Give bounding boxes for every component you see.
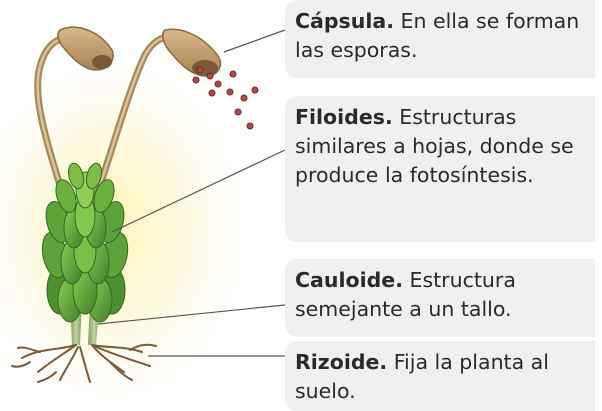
spore: [226, 88, 234, 96]
leader-line-cauloide: [97, 304, 286, 325]
label-cauloide-desc: Estructura semejante a un tallo.: [295, 268, 516, 321]
rizoides: [11, 343, 157, 383]
label-capsula-desc: En ella se forman las esporas.: [295, 9, 580, 62]
label-capsula-term: Cápsula.: [295, 9, 394, 33]
spore: [240, 94, 248, 102]
label-cauloide: Cauloide. Estructura semejante a un tall…: [285, 259, 595, 337]
spore: [246, 122, 254, 130]
label-filoides-desc: Estructuras similares a hojas, donde se …: [295, 105, 574, 187]
leader-lines: [97, 29, 286, 357]
leader-line-capsula: [223, 29, 286, 53]
spore: [206, 72, 214, 80]
leader-line-filoides: [111, 149, 286, 233]
spore: [196, 66, 204, 74]
capsule-left-opening: [92, 55, 112, 69]
spore: [208, 89, 216, 97]
label-cauloide-term: Cauloide.: [295, 268, 403, 292]
spore: [229, 70, 237, 78]
spore: [251, 86, 259, 94]
spore: [234, 108, 242, 116]
label-rizoide: Rizoide. Fija la planta al suelo.: [285, 341, 595, 411]
label-rizoide-desc: Fija la planta al suelo.: [295, 350, 549, 403]
filoides-cluster: [41, 162, 129, 323]
spores: [192, 66, 259, 130]
label-filoides-term: Filoides.: [295, 105, 393, 129]
label-filoides: Filoides. Estructuras similares a hojas,…: [285, 96, 595, 242]
capsule-right-opening: [192, 60, 218, 76]
seta-right-highlight: [86, 35, 174, 222]
spore: [192, 76, 200, 84]
label-capsula: Cápsula. En ella se forman las esporas.: [285, 0, 595, 78]
spore: [214, 80, 222, 88]
seta-left-highlight: [36, 36, 74, 227]
label-rizoide-term: Rizoide.: [295, 350, 388, 374]
